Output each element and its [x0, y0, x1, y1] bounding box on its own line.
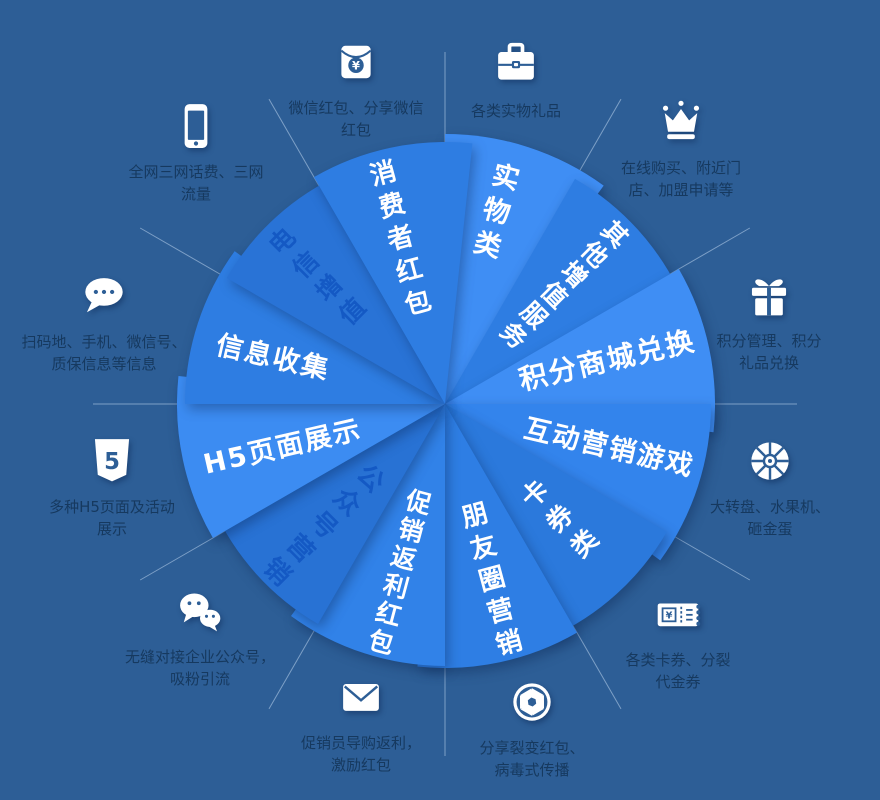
briefcase-icon [490, 39, 542, 91]
satellite-group-phone: 全网三网话费、三网流量 [96, 100, 296, 205]
petal-group [177, 134, 715, 668]
petal-segment [226, 173, 445, 404]
red-packet-icon: ¥ [330, 36, 382, 88]
satellite-label-line: 扫码地、手机、微信号、 [21, 333, 187, 351]
satellite-label-line: 店、加盟申请等 [628, 181, 734, 199]
satellite-label-line: 病毒式传播 [494, 761, 570, 779]
petal-segment [445, 178, 683, 404]
satellite-label-line: 代金券 [655, 673, 701, 691]
wheel-icon [744, 435, 796, 487]
svg-text:5: 5 [104, 449, 120, 475]
satellite-label-line: 吸粉引流 [169, 670, 230, 688]
satellite-group-wheel: 大转盘、水果机、砸金蛋 [670, 435, 870, 540]
satellite-group-envelope: 促销员导购返利， 激励红包 [261, 671, 461, 776]
satellite-group-chat-bubble: 扫码地、手机、微信号、质保信息等信息 [4, 270, 204, 375]
satellite-label-line: 质保信息等信息 [51, 355, 157, 373]
satellite-label-line: 礼品兑换 [738, 354, 799, 372]
satellite-label-line: 分享裂变红包、 [479, 739, 585, 757]
satellite-label-line: 红包 [340, 121, 371, 139]
petal-segment [314, 142, 473, 404]
satellite-group-gift: 积分管理、积分礼品兑换 [669, 269, 869, 374]
spoke-line [139, 227, 229, 280]
satellite-label-line: 在线购买、附近门 [620, 159, 741, 177]
satellite-label-line: 展示 [96, 520, 127, 538]
satellite-label-line: 无缝对接企业公众号， [124, 648, 275, 666]
coupon-icon: ¥ [652, 588, 704, 640]
satellite-label-line: 多种H5页面及活动 [49, 498, 175, 516]
satellite-label-line: 各类卡券、分裂 [625, 651, 731, 669]
html5-icon: 5 [86, 435, 138, 487]
aperture-icon [506, 676, 558, 728]
satellite-label-line: 促销员导购返利， [300, 734, 421, 752]
petal-segment [417, 404, 577, 668]
satellite-group-html5: 5 多种H5页面及活动展示 [12, 435, 212, 540]
satellite-label-line: 各类实物礼品 [470, 102, 561, 120]
petal-segment [212, 404, 445, 624]
svg-text:¥: ¥ [352, 58, 360, 72]
petal-segment [445, 404, 667, 638]
wechat-icon [174, 585, 226, 637]
phone-icon [170, 100, 222, 152]
satellite-label-line: 微信红包、分享微信 [288, 99, 424, 117]
satellite-label-line: 全网三网话费、三网 [128, 163, 264, 181]
spoke-line [661, 528, 751, 581]
satellite-group-coupon: ¥ 各类卡券、分裂代金券 [578, 588, 778, 693]
satellite-group-red-packet: ¥ 微信红包、分享微信红包 [256, 36, 456, 141]
spoke-line [268, 620, 321, 710]
satellite-label-line: 流量 [180, 185, 211, 203]
petal-segment [177, 375, 445, 538]
petal-segment [445, 269, 715, 433]
satellite-group-briefcase: 各类实物礼品 [416, 39, 616, 122]
satellite-label-line: 积分管理、积分 [716, 332, 822, 350]
satellite-label-line: 激励红包 [330, 756, 391, 774]
chat-bubble-icon [78, 270, 130, 322]
svg-text:¥: ¥ [666, 610, 673, 621]
satellite-group-wechat: 无缝对接企业公众号， 吸粉引流 [100, 585, 300, 690]
envelope-icon [335, 671, 387, 723]
satellite-group-aperture: 分享裂变红包、病毒式传播 [432, 676, 632, 781]
crown-icon [655, 96, 707, 148]
satellite-label-line: 大转盘、水果机、 [709, 498, 830, 516]
satellite-label-line: 砸金蛋 [747, 520, 793, 538]
spoke-line [268, 98, 321, 188]
gift-icon [743, 269, 795, 321]
satellite-group-crown: 在线购买、附近门店、加盟申请等 [581, 96, 781, 201]
spoke-line [569, 620, 622, 710]
